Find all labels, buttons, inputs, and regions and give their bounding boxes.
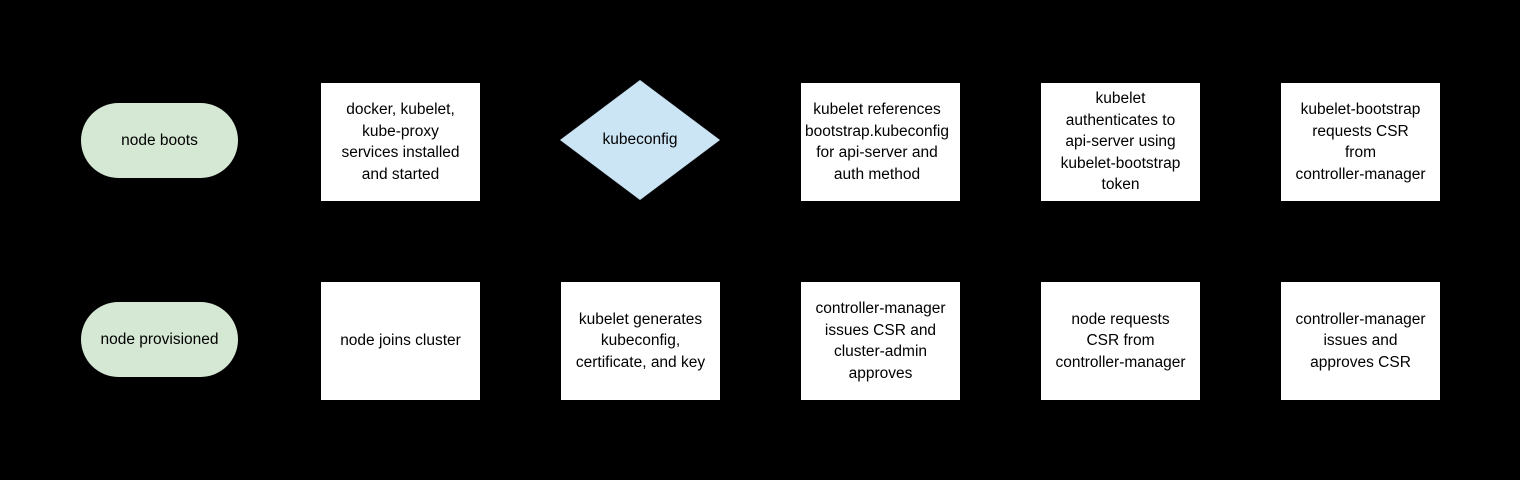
node-controller-manager-issues-approves[interactable]: controller-manager issues and approves C…: [1281, 282, 1440, 400]
node-services-installed[interactable]: docker, kubelet, kube-proxy services ins…: [321, 83, 480, 201]
node-kubelet-bootstrap-requests-csr[interactable]: kubelet-bootstrap requests CSR from cont…: [1281, 83, 1440, 201]
node-node-requests-csr[interactable]: node requests CSR from controller-manage…: [1041, 282, 1200, 400]
node-kubelet-authenticates[interactable]: kubelet authenticates to api-server usin…: [1041, 83, 1200, 201]
node-node-boots[interactable]: node boots: [81, 103, 238, 178]
node-label: docker, kubelet, kube-proxy services ins…: [341, 101, 460, 183]
node-kubelet-references-bootstrap[interactable]: kubelet references bootstrap.kubeconfig …: [801, 83, 960, 201]
node-label: node provisioned: [100, 330, 219, 348]
node-label: controller-manager issues and approves C…: [1295, 310, 1426, 371]
node-node-provisioned[interactable]: node provisioned: [81, 302, 238, 377]
node-label: controller-manager issues CSR and cluste…: [815, 300, 946, 382]
node-label: kubeconfig: [602, 131, 678, 149]
node-label: kubelet generates kubeconfig, certificat…: [575, 310, 706, 371]
diamond-icon: [560, 80, 720, 200]
node-label: node boots: [121, 131, 198, 149]
node-kubeconfig-decision[interactable]: kubeconfig: [560, 80, 720, 200]
node-label: node requests CSR from controller-manage…: [1055, 310, 1186, 371]
node-label: node joins cluster: [340, 332, 461, 350]
node-kubelet-generates-kubeconfig[interactable]: kubelet generates kubeconfig, certificat…: [561, 282, 720, 400]
node-label: kubelet-bootstrap requests CSR from cont…: [1295, 101, 1426, 183]
node-node-joins-cluster[interactable]: node joins cluster: [321, 282, 480, 400]
node-controller-manager-issues-csr[interactable]: controller-manager issues CSR and cluste…: [801, 282, 960, 400]
node-label: kubelet authenticates to api-server usin…: [1060, 90, 1181, 194]
node-label: kubelet references bootstrap.kubeconfig …: [805, 101, 949, 183]
